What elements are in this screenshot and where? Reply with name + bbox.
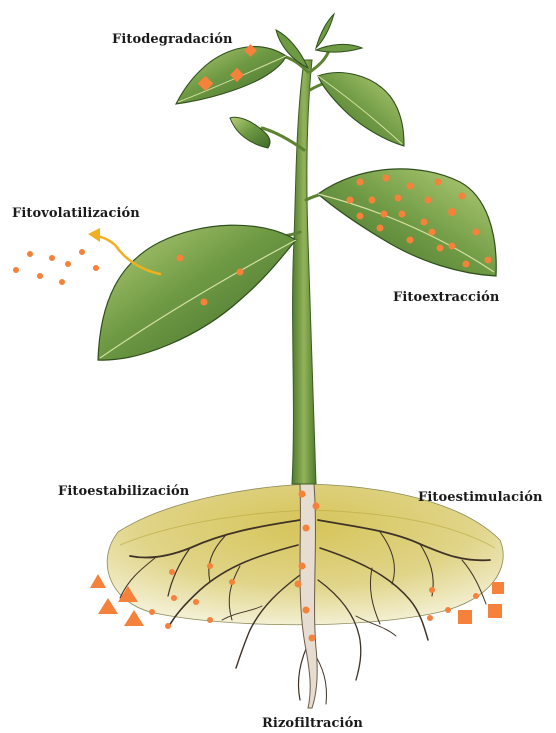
- leaf-bud-right: [316, 44, 362, 52]
- leaf-bud-top: [316, 14, 334, 48]
- taproot: [300, 484, 317, 708]
- stem: [292, 60, 316, 484]
- leaf-small-mid: [230, 117, 270, 148]
- label-fitoestimulacion: Fitoestimulación: [418, 490, 543, 505]
- contaminant-dots-air: [13, 249, 99, 285]
- leaf-upper-right: [318, 73, 404, 146]
- label-fitodegradacion: Fitodegradación: [112, 32, 233, 47]
- label-rizofiltracion: Rizofiltración: [262, 716, 363, 731]
- label-fitovolatilizacion: Fitovolatilización: [12, 206, 140, 221]
- label-fitoextraccion: Fitoextracción: [393, 290, 499, 305]
- label-fitoestabilizacion: Fitoestabilización: [58, 484, 189, 499]
